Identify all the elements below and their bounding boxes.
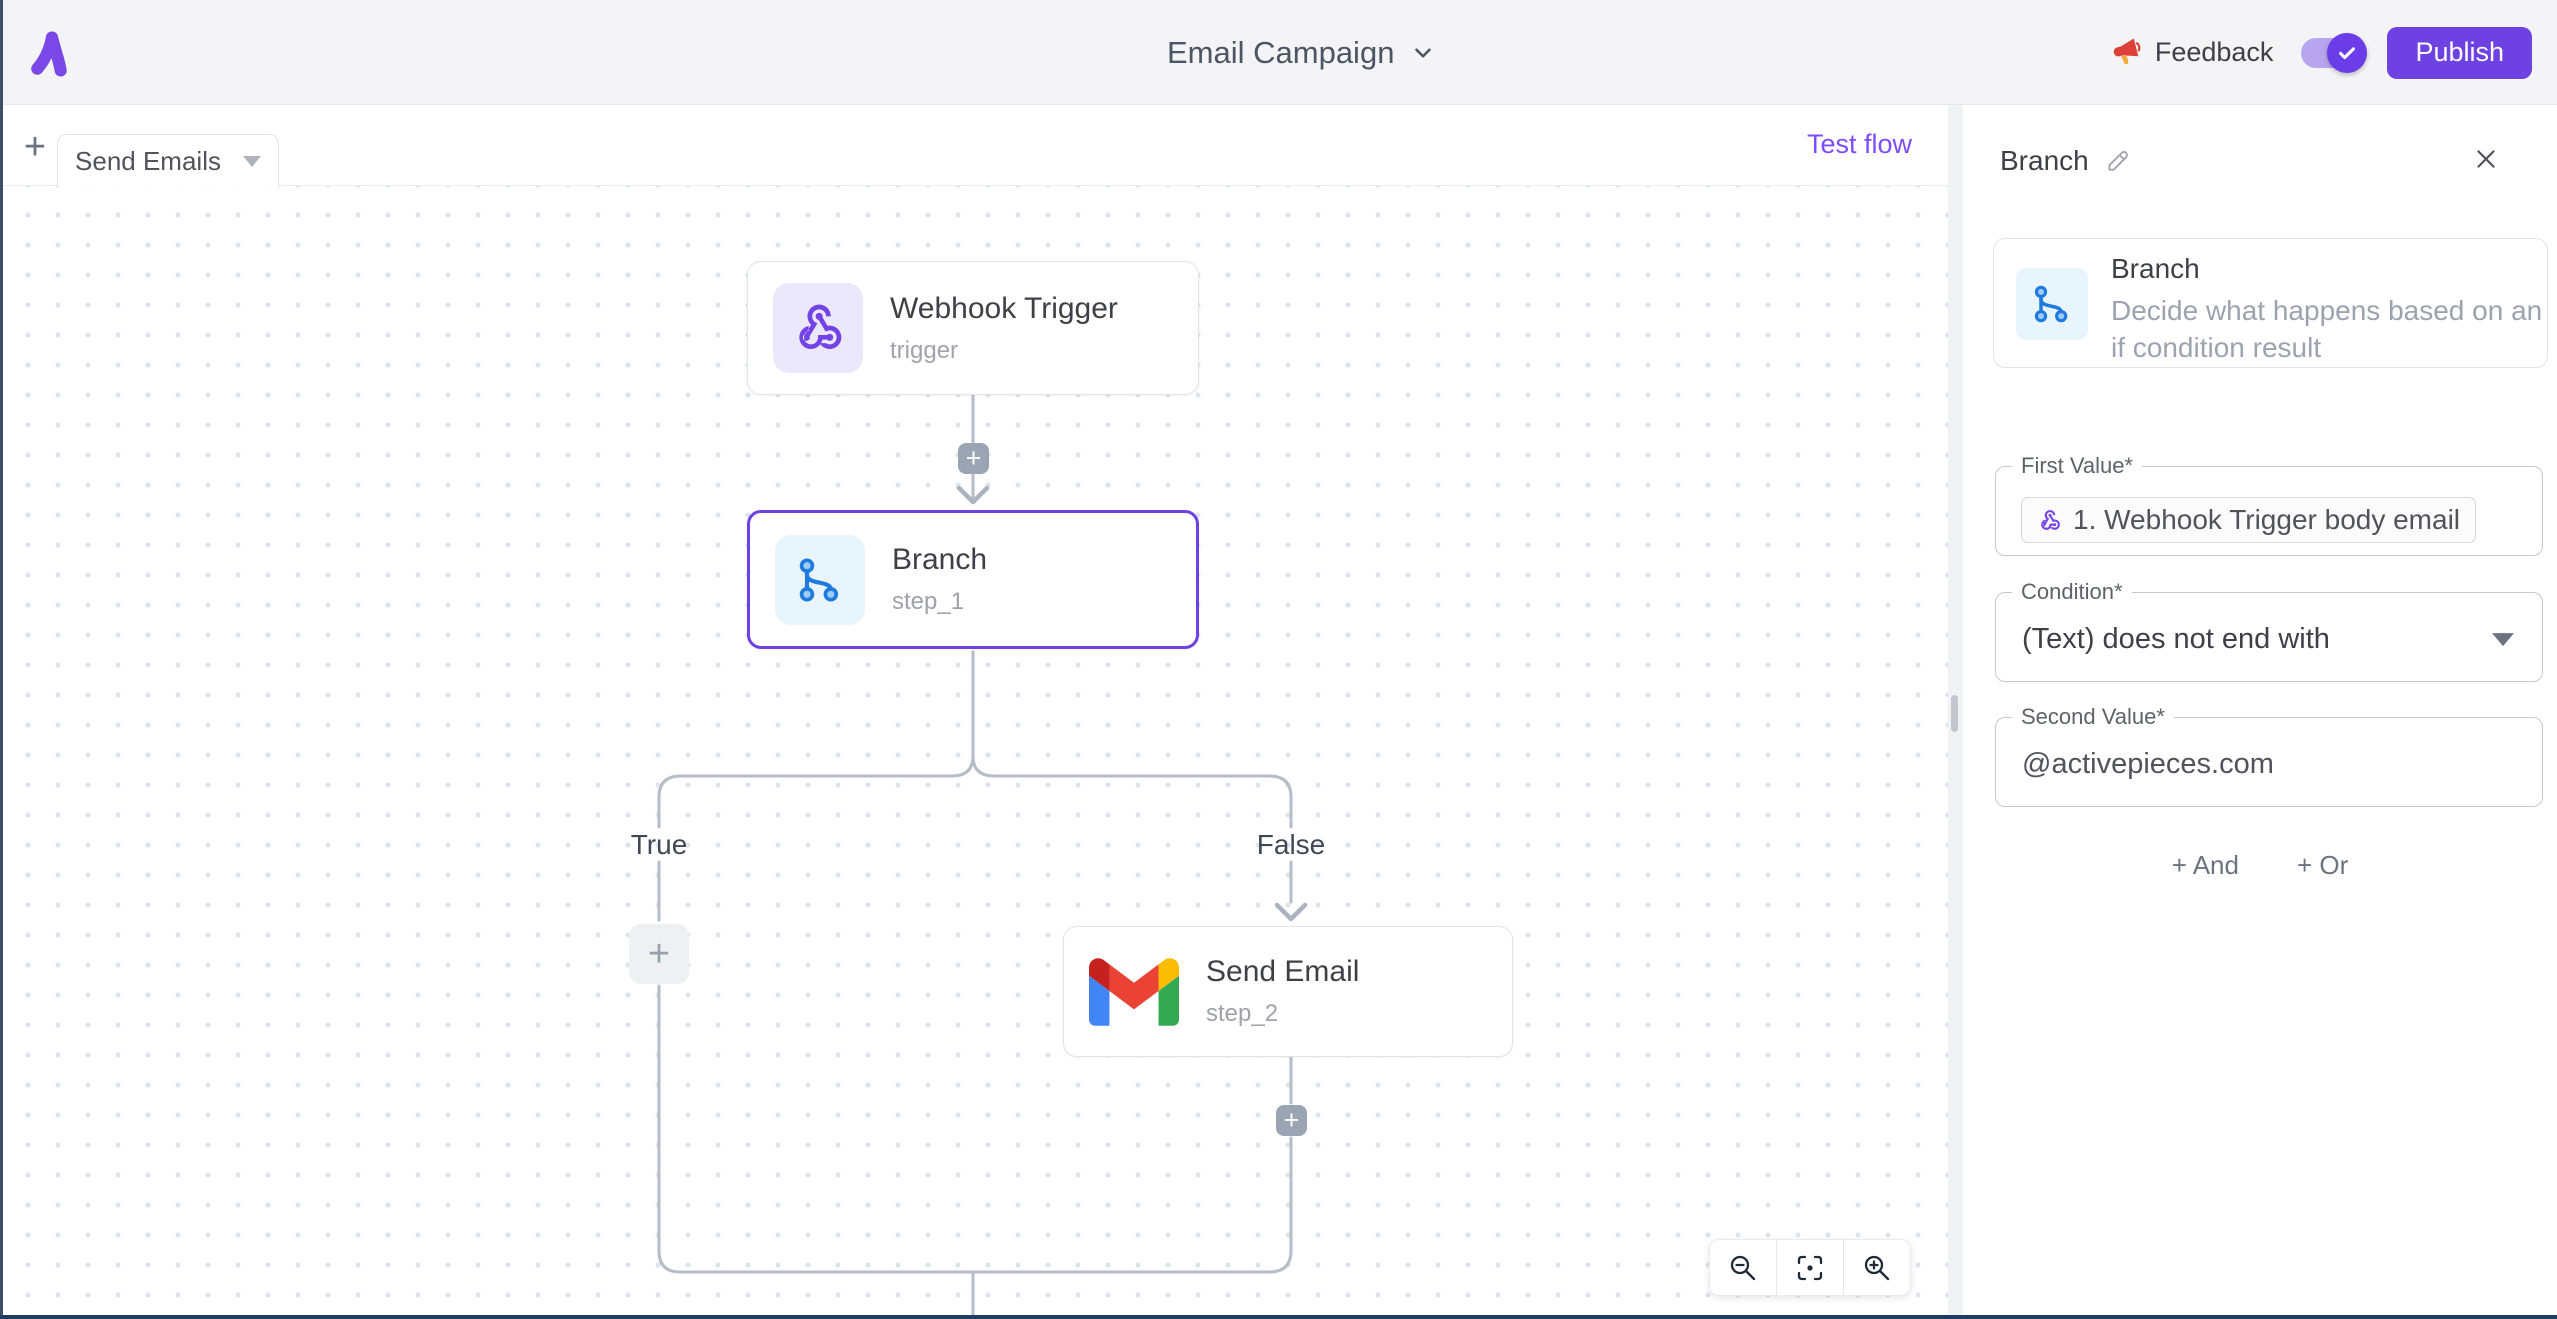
node-webhook-trigger[interactable]: Webhook Trigger trigger — [747, 261, 1199, 395]
flow-canvas[interactable]: + Send Emails Test flow — [3, 105, 1948, 1315]
add-flow-button[interactable]: + — [23, 125, 47, 168]
canvas-scrollbar-thumb[interactable] — [1951, 695, 1958, 732]
zoom-out-icon — [1730, 1255, 1756, 1280]
canvas-zoom-controls — [1709, 1239, 1911, 1296]
publish-toggle[interactable] — [2301, 32, 2368, 73]
close-icon — [2477, 150, 2495, 168]
node-title: Branch — [892, 543, 988, 576]
condition-group-actions: + And + Or — [1963, 850, 2557, 881]
feedback-button[interactable]: Feedback — [2110, 36, 2274, 69]
window-left-edge — [0, 0, 3, 1319]
node-send-email[interactable]: Send Email step_2 — [1063, 926, 1513, 1057]
step-settings-panel: Branch B — [1963, 105, 2557, 1315]
node-title: Send Email — [1206, 955, 1360, 988]
toggle-knob — [2327, 32, 2368, 73]
window-bottom-edge — [0, 1315, 2557, 1319]
webhook-icon — [2041, 509, 2060, 530]
zoom-in-icon — [1864, 1255, 1890, 1280]
flow-title-dropdown[interactable]: Email Campaign — [1167, 0, 1436, 105]
second-value-label: Second Value* — [2012, 704, 2174, 730]
branch-false-label: False — [1256, 829, 1326, 860]
panel-header: Branch — [2000, 145, 2131, 177]
branch-icon — [2016, 268, 2088, 340]
piece-info-card: Branch Decide what happens based on an i… — [1993, 238, 2548, 368]
top-header: Email Campaign Feedback — [0, 0, 2557, 105]
node-subtitle: trigger — [890, 336, 959, 364]
fit-to-view-button[interactable] — [1776, 1240, 1843, 1295]
add-step-connector-button[interactable]: + — [958, 443, 989, 474]
zoom-in-button[interactable] — [1843, 1240, 1910, 1295]
first-value-label: First Value* — [2012, 453, 2143, 479]
gmail-icon — [1089, 947, 1179, 1037]
node-branch[interactable]: Branch step_1 — [747, 510, 1199, 649]
second-value-field[interactable]: Second Value* @activepieces.com — [1995, 704, 2543, 807]
close-panel-button[interactable] — [2466, 139, 2506, 179]
piece-name: Branch — [2111, 253, 2200, 284]
canvas-scrollbar-track — [1948, 105, 1963, 1315]
node-subtitle: step_1 — [892, 588, 965, 615]
check-icon — [2339, 46, 2356, 59]
add-step-true-branch-button[interactable]: + — [629, 924, 689, 984]
rename-step-button[interactable] — [2105, 148, 2131, 174]
add-or-condition-button[interactable]: + Or — [2296, 850, 2349, 880]
select-caret-icon — [2492, 633, 2514, 647]
flow-tab-label: Send Emails — [75, 145, 221, 176]
chevron-down-icon — [1415, 47, 1432, 58]
arrowhead-into-send-email — [1274, 902, 1308, 922]
add-step-connector-button[interactable]: + — [1276, 1105, 1307, 1136]
feedback-label: Feedback — [2154, 37, 2274, 67]
condition-label: Condition* — [2012, 579, 2132, 605]
webhook-icon — [773, 283, 863, 373]
header-actions: Feedback Publish — [2110, 0, 2532, 105]
second-value-text: @activepieces.com — [2022, 748, 2274, 781]
first-value-token[interactable]: 1. Webhook Trigger body email — [2021, 497, 2477, 543]
condition-value: (Text) does not end with — [2022, 623, 2330, 656]
condition-select[interactable]: Condition* (Text) does not end with — [1995, 579, 2543, 682]
first-value-field[interactable]: First Value* 1. Webhook Trigger body ema… — [1995, 453, 2543, 556]
panel-title: Branch — [2000, 145, 2089, 176]
zoom-out-button[interactable] — [1710, 1240, 1776, 1295]
publish-button[interactable]: Publish — [2387, 26, 2532, 79]
pencil-icon — [2108, 151, 2128, 171]
token-label: 1. Webhook Trigger body email — [2073, 504, 2461, 535]
branch-true-label: True — [630, 829, 688, 860]
flow-tab-bar: + Send Emails Test flow — [3, 105, 1948, 187]
branch-icon — [775, 534, 865, 625]
add-and-condition-button[interactable]: + And — [2171, 850, 2239, 880]
megaphone-icon — [2113, 38, 2141, 65]
test-flow-link[interactable]: Test flow — [1806, 129, 1912, 159]
arrowhead-into-branch — [956, 485, 990, 505]
fit-view-icon — [1797, 1255, 1823, 1280]
flow-title: Email Campaign — [1167, 34, 1395, 70]
node-subtitle: step_2 — [1206, 1000, 1279, 1027]
node-title: Webhook Trigger — [890, 291, 1118, 325]
piece-description: Decide what happens based on an if condi… — [2111, 295, 2543, 363]
flow-edges — [657, 393, 1308, 1315]
flow-tab-send-emails[interactable]: Send Emails — [57, 134, 279, 187]
activepieces-logo-icon[interactable] — [26, 28, 78, 80]
tab-caret-icon — [242, 155, 261, 167]
